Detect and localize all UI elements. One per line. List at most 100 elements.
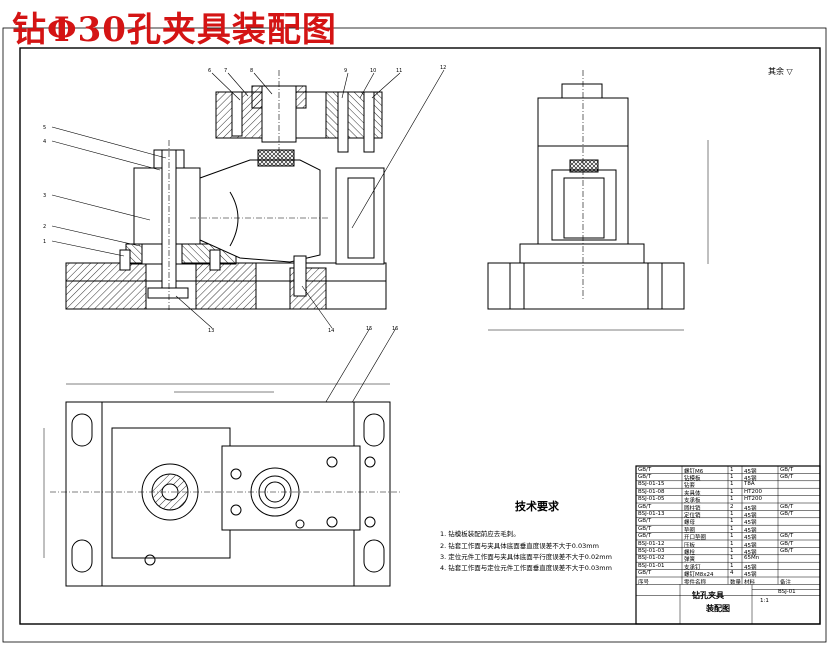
title-block-cell: 1 — [730, 540, 734, 547]
title-block-cell: 支承钉 — [684, 564, 701, 571]
balloon-7: 7 — [224, 68, 227, 74]
title-block-cell: 螺钉M6 — [684, 468, 704, 475]
drawing-title: 钻Φ30孔夹具装配图 — [12, 10, 337, 50]
title-block-cell: 1 — [730, 496, 734, 503]
title-block-header-cell: 材料 — [744, 579, 756, 586]
top-view — [43, 383, 400, 587]
title-block-cell: GB/T — [780, 466, 794, 473]
title-block-cell: BSJ-01-03 — [638, 547, 665, 554]
outer-border — [2, 27, 827, 643]
title-block-cell: 45钢 — [744, 564, 757, 571]
title-block-cell: GB/T — [638, 503, 652, 510]
title-block-cell: 4 — [730, 570, 734, 577]
tech-requirement-1: 1. 钻模板装配前应去毛刺。 — [440, 530, 520, 538]
title-block-cell: 钻模板 — [684, 475, 701, 482]
title-block-cell: GB/T — [780, 540, 794, 547]
title-block-cell: T8A — [744, 481, 755, 488]
title-block-cell: GB/T — [638, 533, 652, 540]
title-block-cell: GB/T — [638, 518, 652, 525]
title-block-cell: HT200 — [744, 496, 762, 503]
title-block-cell: 1 — [730, 481, 734, 488]
side-view — [487, 70, 709, 331]
title-block-cell: 夹具体 — [684, 490, 701, 497]
title-block-cell: 支承板 — [684, 498, 701, 505]
tech-requirement-3: 3. 定位元件工作面与夹具体底面平行度误差不大于0.02mm — [440, 553, 612, 561]
balloon-9: 9 — [344, 68, 347, 74]
title-block-cell: 45钢 — [744, 542, 757, 549]
title-block-cell: 45钢 — [744, 505, 757, 512]
title-block-cell: 65Mn — [744, 555, 760, 562]
title-block-header-cell: 数量 — [730, 579, 741, 586]
title-block-cell: GB/T — [780, 473, 794, 480]
title-block-cell: BSJ-01-15 — [638, 481, 665, 488]
title-block-cell: 1 — [730, 473, 734, 480]
title-block-cell: 开口垫圈 — [684, 535, 707, 542]
balloon-12: 12 — [440, 65, 446, 71]
title-block-cell: 45钢 — [744, 572, 757, 579]
title-block-cell: 螺母 — [684, 520, 696, 527]
balloon-5: 5 — [43, 125, 46, 131]
title-block-cell: 螺栓 — [684, 549, 696, 556]
title-block-cell: GB/T — [780, 533, 794, 540]
balloon-8: 8 — [250, 68, 253, 74]
drawing-number: BSJ-01 — [778, 589, 796, 595]
balloon-15: 15 — [366, 326, 372, 332]
title-block-cell: 螺钉M8x24 — [684, 572, 714, 579]
title-block-cell: HT200 — [744, 488, 762, 495]
title-block-cell: 1 — [730, 562, 734, 569]
title-block-cell: 1 — [730, 466, 734, 473]
title-block-cell: BSJ-01-01 — [638, 562, 665, 569]
title-block-cell: 钻套 — [684, 483, 696, 490]
title-block-cell: 45钢 — [744, 527, 757, 534]
title-block-cell: 压板 — [684, 542, 696, 549]
title-block-cell: BSJ-01-05 — [638, 496, 665, 503]
title-block-cell: GB/T — [780, 510, 794, 517]
title-block-cell: BSJ-01-12 — [638, 540, 665, 547]
title-block-cell: 1 — [730, 533, 734, 540]
balloon-11: 11 — [396, 68, 402, 74]
balloon-3: 3 — [43, 193, 46, 199]
title-block-cell: GB/T — [780, 547, 794, 554]
title-block-cell: BSJ-01-02 — [638, 555, 665, 562]
title-block-cell: 1 — [730, 555, 734, 562]
title-block-cell: 弹簧 — [684, 557, 696, 564]
inner-border — [19, 47, 821, 625]
balloon-16: 16 — [392, 326, 398, 332]
title-block-cell: GB/T — [780, 503, 794, 510]
title-block-cell: 45钢 — [744, 512, 757, 519]
balloon-6: 6 — [208, 68, 211, 74]
title-block-cell: 45钢 — [744, 520, 757, 527]
surface-roughness-note: 其余 ▽ — [768, 67, 793, 76]
title-block-cell: 1 — [730, 518, 734, 525]
tech-requirement-4: 4. 钻套工作面与定位元件工作面垂直度误差不大于0.03mm — [440, 564, 612, 572]
title-block-cell: BSJ-01-08 — [638, 488, 665, 495]
drawing-name: 钻孔夹具 — [692, 591, 724, 600]
title-block-cell: 定位销 — [684, 512, 701, 519]
title-block-header-cell: 零件名称 — [684, 579, 707, 586]
title-block-cell: 1 — [730, 547, 734, 554]
title-block-header-cell: 序号 — [638, 579, 650, 586]
balloon-14: 14 — [328, 328, 334, 334]
title-block-cell: 45钢 — [744, 549, 757, 556]
title-block-cell: BSJ-01-13 — [638, 510, 665, 517]
tech-requirement-2: 2. 钻套工作面与夹具体底面垂直度误差不大于0.03mm — [440, 542, 599, 550]
balloon-4: 4 — [43, 139, 46, 145]
title-block-cell: 1 — [730, 510, 734, 517]
front-section-view — [65, 70, 387, 310]
title-block-cell: GB/T — [638, 570, 652, 577]
balloon-10: 10 — [370, 68, 376, 74]
title-block-cell: GB/T — [638, 525, 652, 532]
title-block-cell: 45钢 — [744, 475, 757, 482]
title-block-cell: 1 — [730, 488, 734, 495]
title-block-cell: 2 — [730, 503, 734, 510]
tech-requirements-heading: 技术要求 — [515, 500, 559, 513]
title-block-header-cell: 备注 — [780, 579, 792, 586]
sheet-label: 装配图 — [706, 604, 730, 613]
drawing-scale: 1:1 — [760, 598, 769, 604]
balloon-13: 13 — [208, 328, 214, 334]
title-block-cell: 圆柱销 — [684, 505, 701, 512]
title-block-cell: 45钢 — [744, 468, 757, 475]
title-block-cell: 1 — [730, 525, 734, 532]
title-block-cell: GB/T — [638, 466, 652, 473]
